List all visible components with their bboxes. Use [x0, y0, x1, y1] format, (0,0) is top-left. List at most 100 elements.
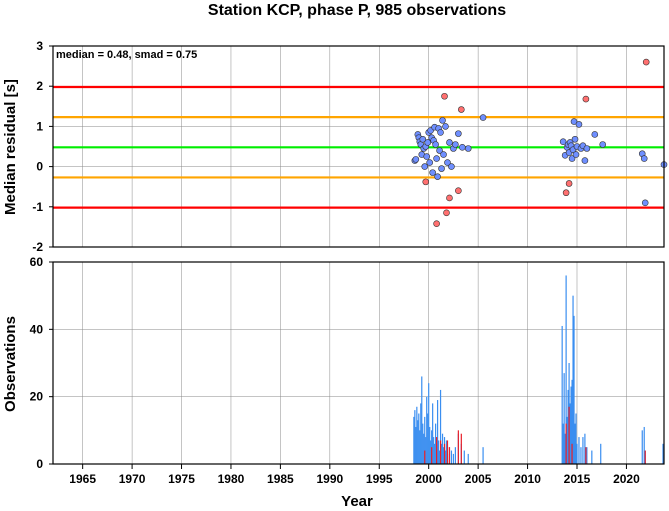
observation-bar	[415, 426, 417, 464]
residual-point	[559, 138, 567, 145]
year-tick-label: 1975	[168, 472, 195, 486]
observation-bar	[454, 447, 456, 464]
residual-stats-annotation: median = 0.48, smad = 0.75	[56, 49, 197, 61]
observation-bar	[662, 443, 664, 464]
residual-point	[599, 141, 607, 148]
residual-point	[424, 139, 432, 146]
residual-point	[570, 118, 578, 125]
year-tick-label: 1995	[366, 472, 393, 486]
year-tick-label: 2005	[465, 472, 492, 486]
residual-point	[479, 114, 487, 121]
observation-bar	[427, 413, 429, 464]
year-tick-label: 1970	[119, 472, 146, 486]
observation-bar	[416, 406, 418, 464]
observation-bar	[641, 430, 643, 464]
observation-bar	[573, 315, 575, 464]
observation-bar	[578, 437, 580, 464]
residual-point	[412, 156, 420, 163]
observation-bar	[419, 430, 421, 464]
observation-bar	[644, 450, 646, 464]
residual-point	[438, 165, 445, 172]
observation-bar	[435, 423, 437, 464]
residual-y-tick-label: 2	[36, 79, 43, 93]
residual-point	[641, 199, 649, 207]
observation-bar	[460, 433, 462, 464]
observation-bar	[568, 406, 570, 464]
residual-point	[426, 159, 433, 166]
residual-points	[411, 58, 668, 227]
year-tick-label: 1980	[218, 472, 245, 486]
residual-point	[442, 123, 449, 130]
observation-bar	[421, 376, 423, 464]
observation-bar	[467, 453, 469, 464]
residual-point	[443, 209, 450, 217]
residual-point	[581, 157, 589, 164]
observation-bar	[442, 447, 445, 464]
observation-bar	[457, 430, 459, 464]
observation-bar	[429, 426, 431, 464]
residual-point	[444, 159, 451, 166]
residual-point	[433, 220, 440, 227]
residual-point	[439, 117, 446, 124]
observation-bar	[445, 440, 448, 464]
observation-bar	[424, 416, 426, 464]
year-tick-label: 1990	[316, 472, 343, 486]
residual-point	[568, 155, 576, 162]
observation-bar	[418, 413, 420, 464]
observation-bar	[443, 443, 446, 464]
observation-bar	[438, 450, 441, 464]
observation-bar	[440, 443, 443, 464]
residual-y-tick-label: 0	[36, 160, 43, 174]
observation-bar	[463, 450, 465, 464]
residual-point	[565, 180, 573, 187]
observation-bar	[433, 437, 435, 464]
observations-y-axis-label: Observations	[2, 316, 19, 412]
observation-bar	[600, 443, 602, 464]
residual-point	[434, 173, 441, 180]
observation-bar	[439, 389, 442, 464]
observation-bar	[565, 275, 567, 464]
residual-point	[582, 95, 590, 103]
observation-bar	[452, 453, 455, 464]
residual-y-tick-label: -2	[32, 240, 43, 254]
observation-bar	[643, 426, 645, 464]
observation-bar	[423, 433, 425, 464]
observation-bar	[571, 443, 573, 464]
residual-point	[436, 147, 443, 154]
observations-y-tick-label: 0	[36, 457, 43, 471]
observation-bar	[571, 379, 573, 464]
year-tick-label: 1965	[69, 472, 96, 486]
observation-bar	[444, 450, 447, 464]
residual-point	[421, 163, 429, 170]
residual-point	[562, 189, 570, 197]
observation-bar	[565, 423, 567, 464]
observation-bar	[434, 443, 436, 464]
observation-bar	[417, 420, 419, 464]
observation-bar	[575, 413, 577, 464]
observation-bar	[414, 410, 416, 464]
residual-y-tick-label: 3	[36, 39, 43, 53]
residual-point	[575, 121, 583, 128]
observation-bar	[436, 400, 439, 464]
residual-y-tick-label: 1	[36, 119, 43, 133]
observations-y-tick-label: 40	[30, 322, 44, 336]
residual-frame	[52, 45, 665, 248]
observation-bar	[563, 373, 565, 464]
observation-bar	[424, 450, 426, 464]
residual-point	[640, 155, 648, 162]
observation-bar	[450, 450, 453, 464]
residual-point	[422, 178, 430, 186]
residual-point	[464, 145, 472, 152]
observations-y-tick-label: 20	[30, 390, 44, 404]
observation-bar	[576, 443, 578, 464]
observation-bar	[562, 423, 564, 464]
residual-point	[446, 194, 453, 202]
observation-bar	[586, 447, 588, 464]
observation-bar	[572, 295, 574, 464]
year-tick-label: 2000	[415, 472, 442, 486]
residual-point	[441, 92, 448, 100]
residual-point	[423, 153, 431, 160]
residual-reference-lines	[53, 85, 664, 209]
